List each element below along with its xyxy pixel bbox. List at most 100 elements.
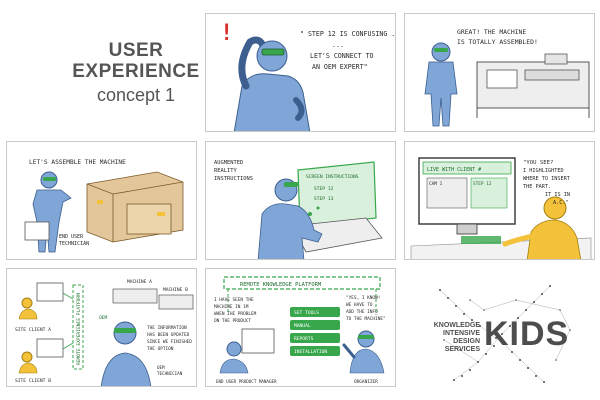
p6-note-1: THE INFORMATION — [147, 325, 187, 331]
p3-speech: LET'S ASSEMBLE THE MACHINE — [29, 159, 126, 166]
storyboard-panel-2: GREAT! THE MACHINE IS TOTALLY ASSEMBLED! — [404, 13, 595, 132]
panel-2-sketch: GREAT! THE MACHINE IS TOTALLY ASSEMBLED! — [424, 28, 590, 127]
p7-speech-l4: ON THE PRODUCT — [214, 318, 251, 324]
p6-caption-1: OEM — [157, 365, 165, 370]
panel-6-sketch: REMOTE EXPERIENCE PLATFORM SITE CLIENT A… — [15, 279, 194, 386]
p4-caption-1: AUGMENTED — [214, 160, 243, 166]
p6-label-a: SITE CLIENT A — [15, 327, 51, 333]
machine-window — [486, 69, 518, 89]
p7-speech-l2: MACHINE IN 1M — [214, 304, 249, 310]
panel-7-sketch: REMOTE KNOWLEDGE PLATFORM I HAVE SEEN TH… — [214, 276, 386, 385]
client-a-head — [21, 297, 33, 309]
box-small — [126, 203, 172, 235]
p3-caption-1: END USER — [59, 234, 84, 240]
p5-label-a: CAM 1 — [429, 181, 443, 187]
p7-speech-r1: "YES, I KNOW! — [346, 295, 380, 301]
p6-note-3: SINCE WE FINISHED — [147, 339, 192, 345]
p6-badge: OEM — [99, 315, 108, 321]
p6-note-2: HAS BEEN UPDATED — [147, 332, 190, 338]
p4-caption-2: REALITY — [214, 168, 237, 174]
ar-glasses — [261, 48, 285, 56]
storyboard-panel-5: LIVE WITH CLIENT # CAM 1 STEP 12 "YOU SE… — [404, 141, 595, 260]
p5-header: LIVE WITH CLIENT # — [427, 167, 481, 173]
p7-speech-l1: I HAVE SEEN THE — [214, 297, 254, 303]
p1-speech-dots: ... — [332, 41, 344, 49]
p4-caption-3: INSTRUCTIONS — [214, 176, 253, 182]
title-block: USER EXPERIENCE concept 1 — [62, 40, 210, 106]
p5-speech-4: THE PART. — [523, 184, 551, 190]
oem-body — [100, 352, 152, 386]
p6-note-4: THE OPTION — [147, 346, 174, 352]
item-pill-2[interactable] — [290, 320, 340, 330]
kids-line-4: SERVICES — [444, 346, 480, 353]
kids-logo: KNOWLEDGE INTENSIVE DESIGN SERVICES KIDS — [420, 280, 590, 388]
p6-vertical-label: REMOTE EXPERIENCE PLATFORM — [76, 293, 82, 365]
p2-speech-1: GREAT! THE MACHINE — [457, 28, 526, 36]
p4-screen-2: STEP 12 — [314, 186, 334, 192]
p5-speech-3: WHERE TO INSERT — [523, 176, 570, 182]
p4-screen-1: SCREEN INSTRUCTIONS — [306, 174, 359, 180]
item-label-2: MANUAL — [294, 323, 311, 329]
p7-speech-r2: WE HAVE TO — [346, 302, 373, 308]
ar-glasses — [284, 182, 298, 187]
p7-caption-right: ORGANIZER — [354, 379, 378, 385]
p5-speech-1: "YOU SEE? — [523, 160, 553, 166]
storyboard-panel-3: LET'S ASSEMBLE THE MACHINE END USER TECH… — [6, 141, 197, 260]
p7-speech-r4: TO THE MACHINE" — [346, 316, 386, 322]
storyboard-panel-6: REMOTE EXPERIENCE PLATFORM SITE CLIENT A… — [6, 268, 197, 387]
raised-arm — [238, 36, 268, 90]
p5-speech-2: I HIGHLIGHTED — [523, 168, 564, 174]
p6-machine-b: MACHINE B — [163, 287, 188, 293]
kids-wordmark: KIDS — [484, 315, 570, 353]
p7-caption-left: END USER PRODUCT MANAGER — [216, 379, 277, 384]
site-b-screen — [36, 338, 64, 358]
trolley — [24, 221, 50, 241]
panel-3-sketch: LET'S ASSEMBLE THE MACHINE END USER TECH… — [24, 159, 184, 253]
item-pill-4[interactable] — [290, 346, 340, 356]
exclamation-mark: ! — [220, 21, 233, 46]
ar-glasses — [434, 48, 448, 52]
storyboard-panel-1: ! " STEP 12 IS CONFUSING ... ... LET'S C… — [205, 13, 396, 132]
panel-5-sketch: LIVE WITH CLIENT # CAM 1 STEP 12 "YOU SE… — [410, 157, 592, 259]
p1-speech-3: AN OEM EXPERT" — [312, 63, 368, 71]
machine-panel — [524, 69, 580, 81]
panel-4-sketch: AUGMENTED REALITY INSTRUCTIONS SCREEN IN… — [214, 160, 383, 259]
kids-logo-mark — [439, 285, 571, 383]
user-head — [226, 341, 242, 357]
platform-banner — [223, 276, 381, 290]
p7-banner: REMOTE KNOWLEDGE PLATFORM — [240, 282, 322, 288]
organizer-body — [349, 348, 385, 374]
item-label-4: INSTALLATION — [294, 349, 327, 355]
client-b-head — [21, 351, 33, 363]
p2-speech-2: IS TOTALLY ASSEMBLED! — [457, 38, 538, 46]
kids-tagline: KNOWLEDGE INTENSIVE DESIGN SERVICES — [420, 322, 480, 354]
p1-speech-1: " STEP 12 IS CONFUSING ... — [300, 30, 396, 38]
storyboard-panel-7: REMOTE KNOWLEDGE PLATFORM I HAVE SEEN TH… — [205, 268, 396, 387]
monitor — [241, 328, 275, 354]
p5-speech-5: IT IS IN — [545, 192, 570, 198]
p1-speech-2: LET'S CONNECT TO — [310, 52, 374, 60]
platform-frame — [72, 284, 84, 370]
keyboard — [461, 236, 501, 244]
item-pill-1[interactable] — [290, 307, 340, 317]
p3-caption-2: TECHNICIAN — [59, 241, 89, 247]
ar-glasses — [358, 335, 374, 339]
ar-glasses — [114, 328, 136, 333]
kids-line-2: INTENSIVE — [443, 330, 480, 337]
machine-a — [112, 288, 158, 304]
ar-overlay — [297, 161, 377, 227]
p5-speech-6: A.C." — [553, 200, 569, 206]
item-label-3: REPORTS — [294, 336, 314, 342]
hip-arm — [293, 97, 305, 121]
machine-b — [158, 294, 194, 310]
p7-speech-l3: WHEN THE PROBLEM — [214, 311, 257, 317]
p5-label-b: STEP 12 — [473, 181, 492, 187]
item-pill-3[interactable] — [290, 333, 340, 343]
title-line-3: concept 1 — [96, 85, 176, 105]
technician-body — [424, 61, 458, 127]
monitor-stand — [456, 223, 478, 235]
technician-body — [257, 203, 323, 259]
p4-screen-3: STEP 13 — [314, 196, 334, 202]
user-body — [219, 358, 249, 374]
technician-head — [256, 40, 288, 72]
